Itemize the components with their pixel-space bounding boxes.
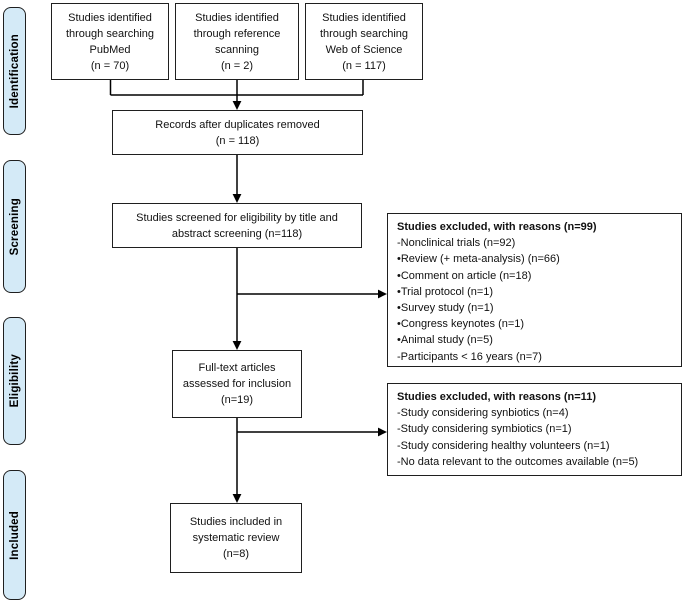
box-included-in-review: Studies included in systematic review (n… <box>170 503 302 573</box>
excluded-eligibility-title: Studies excluded, with reasons (n=11) <box>397 391 596 403</box>
excluded-reason: •Trial protocol (n=1) <box>397 285 494 298</box>
box-identified-web-of-science: Studies identified through searching Web… <box>305 3 423 80</box>
excluded-reason: •Survey study (n=1) <box>397 302 494 315</box>
stage-tab-screening: Screening <box>3 160 26 293</box>
excluded-reason: -Study considering synbiotics (n=4) <box>397 407 569 420</box>
excluded-reason: -No data relevant to the outcomes availa… <box>397 455 639 468</box>
stage-label: Identification <box>8 33 21 109</box>
box-fulltext-assessed: Full-text articles assessed for inclusio… <box>172 350 302 418</box>
stage-label: Screening <box>8 197 21 256</box>
excluded-reason: -Study considering symbiotics (n=1) <box>397 423 572 436</box>
stage-tab-included: Included <box>3 470 26 600</box>
excluded-reason: •Comment on article (n=18) <box>397 269 532 282</box>
arrowhead-right-excluded-eligibility <box>378 427 387 437</box>
box-screened-for-eligibility: Studies screened for eligibility by titl… <box>112 203 362 248</box>
stage-label: Eligibility <box>8 354 21 408</box>
box-duplicates-removed: Records after duplicates removed (n = 11… <box>112 110 363 155</box>
arrowhead-down-screened <box>232 194 242 203</box>
arrowhead-down-included <box>232 494 242 503</box>
excluded-reason: •Congress keynotes (n=1) <box>397 318 525 331</box>
arrowhead-down-records <box>232 101 242 110</box>
box-identified-reference-scanning: Studies identified through reference sca… <box>175 3 299 80</box>
excluded-reason: -Participants < 16 years (n=7) <box>397 350 542 363</box>
excluded-reason: -Nonclinical trials (n=92) <box>397 237 516 250</box>
box-excluded-eligibility: Studies excluded, with reasons (n=11) -S… <box>387 383 682 476</box>
box-identified-pubmed: Studies identified through searching Pub… <box>51 3 169 80</box>
box-excluded-screening: Studies excluded, with reasons (n=99) -N… <box>387 213 682 367</box>
stage-tab-identification: Identification <box>3 7 26 135</box>
excluded-reason: -Study considering healthy volunteers (n… <box>397 439 610 452</box>
arrowhead-down-fulltext <box>232 341 242 350</box>
excluded-reason: •Animal study (n=5) <box>397 334 493 347</box>
arrowhead-right-excluded-screening <box>378 289 387 299</box>
stage-label: Included <box>8 510 21 560</box>
excluded-reason: •Review (+ meta-analysis) (n=66) <box>397 253 560 266</box>
excluded-screening-title: Studies excluded, with reasons (n=99) <box>397 221 597 233</box>
stage-tab-eligibility: Eligibility <box>3 317 26 445</box>
